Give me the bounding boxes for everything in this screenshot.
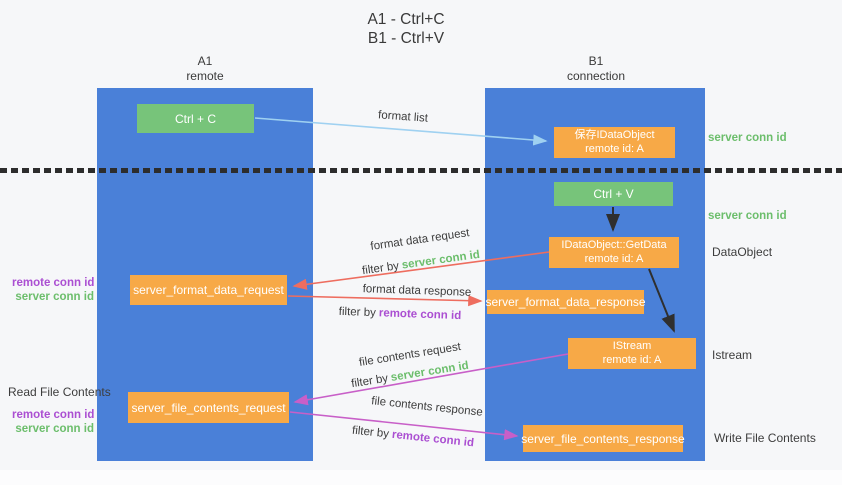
side-label-write-file-contents-text: Write File Contents <box>714 431 816 445</box>
node-save-idataobject-line1: 保存IDataObject <box>574 129 655 141</box>
lane-a1-header: A1 remote <box>125 54 285 84</box>
filter-remote-conn-id-2: remote conn id <box>391 428 475 450</box>
node-server-format-data-request-label: server_format_data_request <box>133 283 284 297</box>
side-label-istream-text: Istream <box>712 348 753 362</box>
node-server-format-data-response-label: server_format_data_response <box>485 295 646 309</box>
node-ctrl-c: Ctrl + C <box>137 104 254 133</box>
flow-label-format-list: format list <box>378 109 429 124</box>
flow-label-format-data-response-text: format data response <box>362 283 472 299</box>
flow-label-format-data-response: format data response <box>362 283 471 299</box>
side-label-server-conn-id-top: server conn id <box>708 132 787 144</box>
lane-b1-header: B1 connection <box>516 54 676 84</box>
node-server-file-contents-response: server_file_contents_response <box>521 425 685 452</box>
flow-label-format-list-text: format list <box>377 109 429 125</box>
section-divider <box>0 168 842 173</box>
lane-b1-title: B1 <box>588 54 604 68</box>
bottom-strip <box>0 470 842 485</box>
left-conn-ids-file: remote conn id server conn id <box>12 408 94 436</box>
side-label-server-conn-id-mid: server conn id <box>708 210 787 222</box>
filter-by-text-2: filter by <box>338 305 377 320</box>
flow-label-format-data-request: format data request <box>370 227 470 253</box>
node-server-format-data-request: server_format_data_request <box>130 275 287 305</box>
filter-server-conn-id-2: server conn id <box>390 359 470 384</box>
node-idataobject-getdata: IDataObject::GetData remote id: A <box>549 237 679 268</box>
flow-label-filter-server-1: filter byserver conn id <box>361 249 480 277</box>
side-label-dataobject: DataObject <box>712 245 772 259</box>
flow-label-file-contents-response: file contents response <box>371 395 484 419</box>
node-istream-line1: IStream <box>612 340 652 352</box>
node-ctrl-v: Ctrl + V <box>554 182 673 206</box>
node-ctrl-v-label: Ctrl + V <box>593 187 634 201</box>
side-label-dataobject-text: DataObject <box>712 245 773 259</box>
flow-label-format-data-request-text: format data request <box>369 227 471 253</box>
node-ctrl-c-label: Ctrl + C <box>174 111 216 126</box>
left-remote-conn-id-2: remote conn id <box>12 409 95 421</box>
side-label-read-file-contents-text: Read File Contents <box>8 385 111 399</box>
lane-a1-subtitle: remote <box>186 69 224 83</box>
left-server-conn-id-2: server conn id <box>15 423 94 435</box>
node-server-format-data-response: server_format_data_response <box>485 290 646 314</box>
diagram-title: A1 - Ctrl+C B1 - Ctrl+V <box>306 10 506 48</box>
lane-b1-subtitle: connection <box>566 69 626 83</box>
filter-by-text-4: filter by <box>351 424 390 441</box>
node-idataobject-getdata-line1: IDataObject::GetData <box>561 239 667 251</box>
side-label-server-conn-id-top-text: server conn id <box>708 132 787 144</box>
left-server-conn-id-1: server conn id <box>15 291 94 303</box>
node-idataobject-getdata-line2: remote id: A <box>584 252 644 265</box>
filter-server-conn-id-1: server conn id <box>401 248 481 272</box>
filter-remote-conn-id-1: remote conn id <box>378 307 462 323</box>
filter-by-text-1: filter by <box>361 260 400 278</box>
node-save-idataobject-line2: remote id: A <box>585 142 644 155</box>
side-label-istream: Istream <box>712 348 752 362</box>
side-label-read-file-contents: Read File Contents <box>8 385 111 399</box>
left-remote-conn-id-1: remote conn id <box>12 277 95 289</box>
node-istream: IStream remote id: A <box>568 338 696 369</box>
lane-a1-title: A1 <box>197 54 213 68</box>
filter-by-text-3: filter by <box>350 372 389 391</box>
side-label-server-conn-id-mid-text: server conn id <box>708 210 787 222</box>
node-server-file-contents-request: server_file_contents_request <box>128 392 289 423</box>
left-conn-ids-format: remote conn id server conn id <box>12 276 94 304</box>
title-line-1: A1 - Ctrl+C <box>367 11 445 28</box>
node-istream-line2: remote id: A <box>602 353 662 366</box>
node-server-file-contents-response-label: server_file_contents_response <box>521 431 685 446</box>
node-save-idataobject: 保存IDataObject remote id: A <box>554 127 675 158</box>
node-server-file-contents-request-label: server_file_contents_request <box>131 400 286 415</box>
flow-label-file-contents-response-text: file contents response <box>370 395 484 419</box>
side-label-write-file-contents: Write File Contents <box>714 431 816 445</box>
title-line-2: B1 - Ctrl+V <box>367 30 445 47</box>
